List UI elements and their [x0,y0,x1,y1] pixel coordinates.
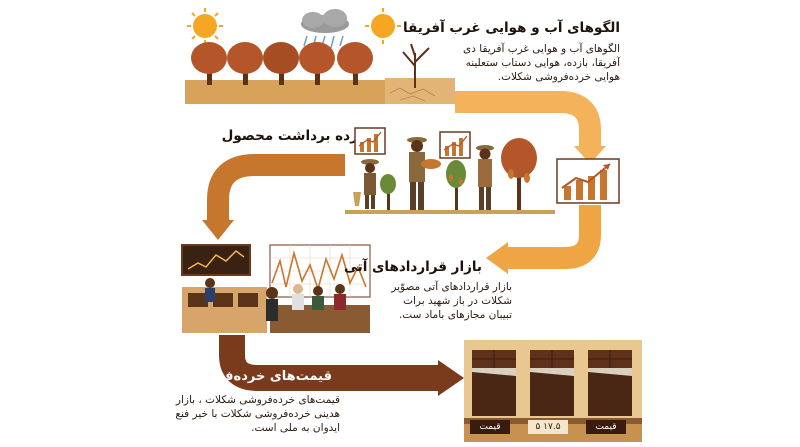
chocolate-bar-icon [472,350,516,416]
cocoa-tree-icon [337,42,373,85]
cocoa-tree-icon [380,174,396,210]
price-tag: قیمت [470,420,510,434]
arrow-chart-to-futures [505,205,601,269]
cocoa-tree-icon [227,42,263,85]
arrow-head-futures [486,242,508,274]
price-tag: ۱۷.۵ ۵ [528,420,568,434]
cocoa-tree-icon [191,42,227,85]
trader-figures [205,278,346,321]
bar-chart-icon [354,127,386,155]
farmer-icon [353,159,379,209]
chocolate-bar-icon [588,350,632,416]
chocolate-bar-icon [530,350,574,416]
farmer-icon [476,145,494,211]
section-body-futures: بازار قراردادهای آتی مصوّیر شکلات در باز… [391,281,512,321]
dry-tree-icon [402,43,430,88]
cocoa-tree-icon [263,42,299,85]
arrow-head-harvest [202,220,234,240]
section-title-futures: بازار قراردادهای آتی [344,259,482,275]
section-body-climate: الگوهای آب و هوایی غرب آفریقا دی آفریقا،… [463,43,620,83]
cocoa-tree-icon [446,160,466,210]
arrow-climate-to-chart [455,91,601,148]
trading-screen-icon [181,244,251,276]
climate-scene [185,8,455,104]
section-body-retail: قیمت‌های خرده‌فروشی شکلات ، بازار هدینی … [175,394,340,434]
farmer-icon [407,137,441,212]
arrow-futures-to-retail [219,335,440,391]
section-title-harvest: بازده برداشت محصول [221,128,368,144]
arrow-head-climate [574,146,606,164]
harvest-scene [345,127,555,214]
bar-chart-icon [439,131,471,159]
section-title-retail: قیمت‌های خرده‌فروشی شکلات [135,369,332,384]
section-title-climate: الگوهای آب و هوایی غرب آفریقا [403,20,620,36]
cocoa-tree-icon [501,138,537,210]
bar-chart-icon [556,158,620,204]
rain-cloud-icon [301,9,349,49]
arrow-harvest-to-left [207,154,345,222]
price-tag: قیمت [586,420,626,434]
sun-icon [187,8,223,44]
arrow-head-retail [438,360,464,396]
sun-icon [365,8,401,44]
cocoa-tree-icon [299,42,335,85]
futures-scene [181,244,371,333]
